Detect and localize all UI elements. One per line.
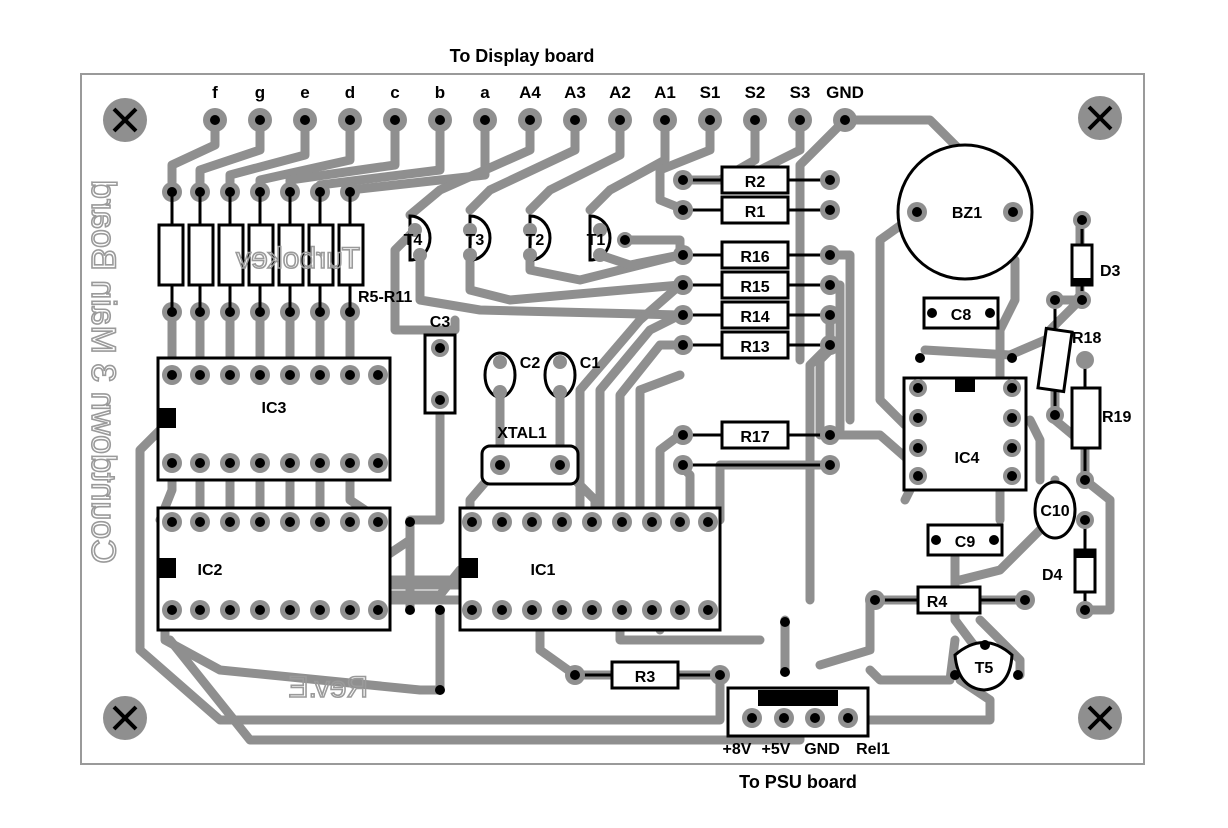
pin-label: d <box>345 83 355 102</box>
psu-pin-label: +5V <box>762 741 791 758</box>
label-t5: T5 <box>975 660 994 677</box>
pin-label: A3 <box>564 83 586 102</box>
label-c10: C10 <box>1040 503 1069 520</box>
crystal-xtal1 <box>480 444 580 486</box>
header-title: To Display board <box>450 46 595 66</box>
label-r1: R1 <box>745 204 766 221</box>
pin-label: f <box>212 83 218 102</box>
misc-drills <box>405 517 790 695</box>
pin-label: a <box>480 83 490 102</box>
label-r3: R3 <box>635 669 656 686</box>
label-t4: T4 <box>404 232 423 249</box>
right-column-parts <box>915 211 1102 619</box>
silkscreen-revision: Rev.E <box>289 671 368 704</box>
pin-label: b <box>435 83 445 102</box>
label-r4: R4 <box>927 594 948 611</box>
label-ic1: IC1 <box>531 562 556 579</box>
ic3-package <box>156 356 392 482</box>
capacitors <box>423 296 1077 557</box>
label-r2: R2 <box>745 174 766 191</box>
resistor-array-r5-r11 <box>157 192 365 312</box>
pin-label: g <box>255 83 265 102</box>
label-r19: R19 <box>1102 409 1131 426</box>
bottom-connector-labels: +8V +5V GND Rel1 <box>723 741 890 758</box>
label-xtal1: XTAL1 <box>497 425 547 442</box>
label-r17: R17 <box>740 429 769 446</box>
pin-label: A4 <box>519 83 541 102</box>
label-t1: T1 <box>587 232 606 249</box>
psu-pin-label: Rel1 <box>856 741 890 758</box>
label-c8: C8 <box>951 307 972 324</box>
label-c1: C1 <box>580 355 601 372</box>
label-r15: R15 <box>740 279 769 296</box>
ic2-package <box>156 506 392 632</box>
label-t3: T3 <box>466 232 485 249</box>
component-labels: R2 R1 R16 R15 R14 R13 R17 R3 R4 R18 R19 … <box>198 174 1132 686</box>
ic1-package <box>458 506 722 632</box>
pin-label: A1 <box>654 83 676 102</box>
pin-label: S2 <box>745 83 766 102</box>
label-bz1: BZ1 <box>952 205 982 222</box>
top-connector-labels: f g e d c b a A4 A3 A2 A1 S1 S2 S3 GND <box>212 83 864 102</box>
resistor-array-drills <box>167 187 355 317</box>
buzzer-bz1 <box>896 143 1034 281</box>
bottom-connector <box>726 686 870 738</box>
psu-pin-label: GND <box>804 741 840 758</box>
label-r13: R13 <box>740 339 769 356</box>
label-c3: C3 <box>430 314 451 331</box>
label-t2: T2 <box>526 232 545 249</box>
silkscreen-brand: Turbokev <box>236 242 360 275</box>
pin-label: A2 <box>609 83 631 102</box>
label-d4: D4 <box>1042 567 1063 584</box>
psu-pin-label: +8V <box>723 741 752 758</box>
transistor-t5 <box>950 640 1023 692</box>
pin-label: e <box>300 83 309 102</box>
label-ic2: IC2 <box>198 562 223 579</box>
label-c2: C2 <box>520 355 541 372</box>
pin-label: c <box>390 83 399 102</box>
top-connector-drills <box>210 115 850 125</box>
ic4-package <box>902 376 1028 492</box>
pin-label: GND <box>826 83 864 102</box>
label-d3: D3 <box>1100 263 1121 280</box>
pin-label: S3 <box>790 83 811 102</box>
transistors-t1-t4 <box>408 214 633 262</box>
pin-label: S1 <box>700 83 721 102</box>
horizontal-resistors <box>565 165 1035 690</box>
silkscreen-board-name: Countdown 3 Main Board <box>84 180 122 564</box>
label-r18: R18 <box>1072 330 1101 347</box>
label-r5-r11: R5-R11 <box>358 289 412 306</box>
footer-title: To PSU board <box>739 772 857 792</box>
label-r14: R14 <box>740 309 769 326</box>
label-c9: C9 <box>955 534 976 551</box>
mounting-hole-icon <box>103 96 1122 740</box>
label-ic3: IC3 <box>262 400 287 417</box>
label-r16: R16 <box>740 249 769 266</box>
label-ic4: IC4 <box>955 450 980 467</box>
